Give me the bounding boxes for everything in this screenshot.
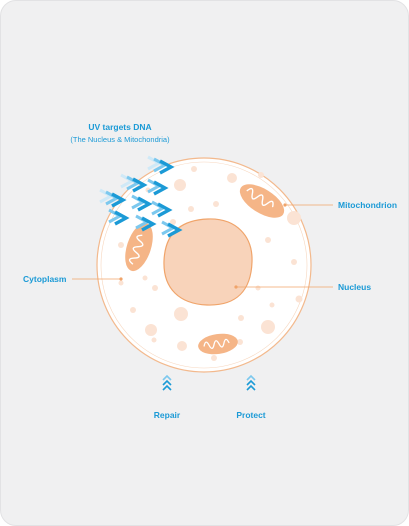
cytoplasm-pointer-dot (119, 277, 123, 281)
mitochondrion-left (125, 222, 153, 272)
chevron-arrow-icon (108, 208, 130, 226)
chevron-arrow-icon (120, 173, 148, 193)
protect-label: Protect (236, 410, 265, 420)
mitochondrion-bottom (198, 333, 238, 355)
cytoplasm-label: Cytoplasm (23, 274, 67, 284)
chevron-arrow-icon (147, 155, 175, 175)
chevron-arrow-icon (161, 220, 183, 238)
repair-label: Repair (154, 410, 181, 420)
mitochondrion-label: Mitochondrion (338, 200, 397, 210)
nucleus-label: Nucleus (338, 282, 371, 292)
title-line-2: (The Nucleus & Mitochondria) (70, 135, 170, 144)
triple-chevron-up-icon (162, 374, 172, 391)
title-line-1: UV targets DNA (88, 122, 151, 132)
chevron-arrow-icon (99, 188, 127, 208)
uv-rays (99, 155, 183, 238)
nucleus-pointer-dot (234, 285, 238, 289)
chevron-arrow-icon (151, 200, 173, 218)
label-pointers (72, 203, 333, 289)
chevron-arrow-icon (135, 214, 157, 232)
nucleus (163, 218, 253, 306)
triple-chevron-up-icon (246, 374, 256, 391)
chevron-arrow-icon (147, 178, 169, 196)
mitochondrion-top-right (239, 184, 285, 218)
mitochondrion-pointer-dot (283, 203, 287, 207)
chevron-arrow-icon (131, 194, 153, 212)
